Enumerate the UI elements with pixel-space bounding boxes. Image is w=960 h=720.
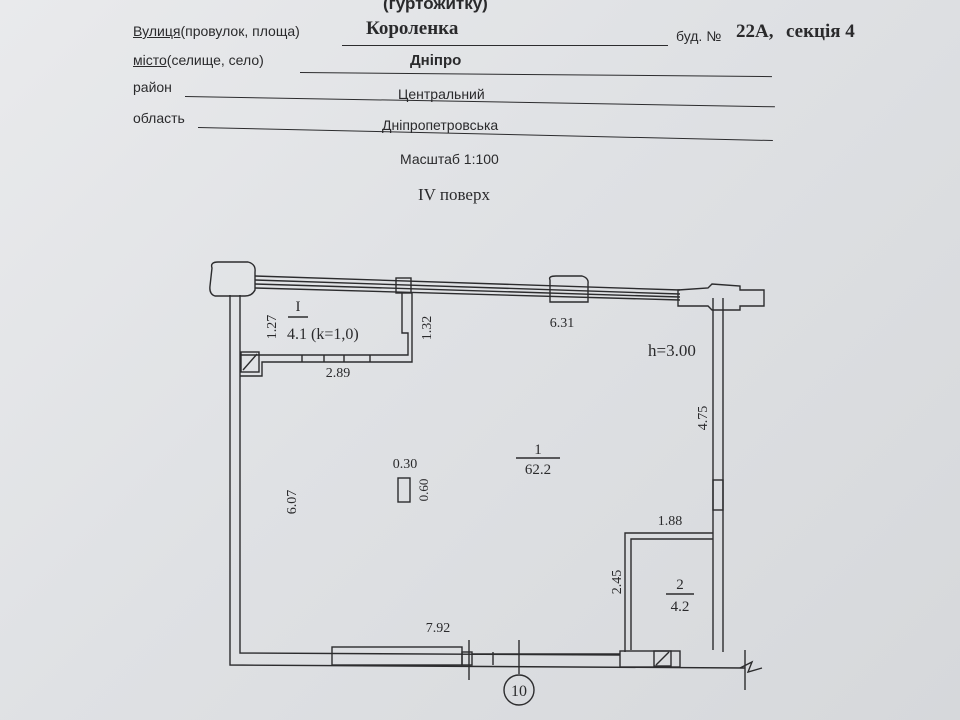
street-value: Короленка xyxy=(366,18,459,39)
dim-1-88: 1.88 xyxy=(658,514,683,529)
city-value: Дніпро xyxy=(410,52,462,69)
section-value: секція 4 xyxy=(786,21,855,42)
axis-marker-label: 10 xyxy=(511,683,527,700)
break-line xyxy=(739,650,763,690)
room-I-area: 4.1 (k=1,0) xyxy=(287,326,359,343)
room-I-number: I xyxy=(296,299,301,315)
room-2-area: 4.2 xyxy=(671,599,690,615)
axis-marker-circle xyxy=(503,674,535,706)
right-window xyxy=(712,479,724,511)
ventilation-shaft-right xyxy=(653,650,672,667)
column-center xyxy=(397,477,411,503)
room-2-walls xyxy=(624,532,713,652)
bottom-window xyxy=(331,646,463,666)
right-wall xyxy=(712,298,724,652)
building-label: буд. № xyxy=(676,28,722,44)
bottom-right-block xyxy=(619,650,681,668)
column-small xyxy=(395,277,412,294)
room-2-number: 2 xyxy=(676,577,684,593)
room-1-number: 1 xyxy=(534,442,542,458)
street-label: Вулиця(провулок, площа) xyxy=(133,23,300,39)
street-underline xyxy=(342,45,668,46)
dim-7-92: 7.92 xyxy=(426,621,451,636)
dim-0-30: 0.30 xyxy=(393,457,418,472)
building-value: 22А, xyxy=(736,21,774,42)
ceiling-height: h=3.00 xyxy=(648,341,696,360)
column-middle xyxy=(548,275,589,303)
dim-2-89: 2.89 xyxy=(326,366,351,381)
region-label: область xyxy=(133,110,185,126)
city-label-suffix: (селище, село) xyxy=(166,52,264,68)
dim-4-75: 4.75 xyxy=(696,406,711,431)
street-label-main: Вулиця xyxy=(133,23,181,39)
district-label: район xyxy=(133,79,172,95)
district-value: Центральний xyxy=(398,86,485,102)
dim-2-45: 2.45 xyxy=(610,570,625,595)
dim-1-32: 1.32 xyxy=(420,316,435,341)
street-label-suffix: (провулок, площа) xyxy=(180,23,300,39)
column-left xyxy=(209,261,256,297)
room-1-area: 62.2 xyxy=(525,462,551,478)
column-right xyxy=(677,283,765,311)
room-I-walls xyxy=(240,293,413,377)
top-wall xyxy=(254,275,681,301)
document-title-fragment: (гуртожитку) xyxy=(383,0,488,13)
floor-label: IV поверх xyxy=(418,185,490,204)
scale-label: Масштаб 1:100 xyxy=(400,151,499,167)
dim-6-07: 6.07 xyxy=(285,490,300,515)
dim-1-27: 1.27 xyxy=(265,315,280,340)
dim-0-60: 0.60 xyxy=(416,479,431,502)
ventilation-shaft-left xyxy=(240,351,260,373)
city-label: місто(селище, село) xyxy=(133,52,264,68)
bottom-window-frame xyxy=(461,651,473,666)
city-label-main: місто xyxy=(133,52,167,68)
dim-6-31: 6.31 xyxy=(550,316,575,331)
region-value: Дніпропетровська xyxy=(382,117,499,133)
